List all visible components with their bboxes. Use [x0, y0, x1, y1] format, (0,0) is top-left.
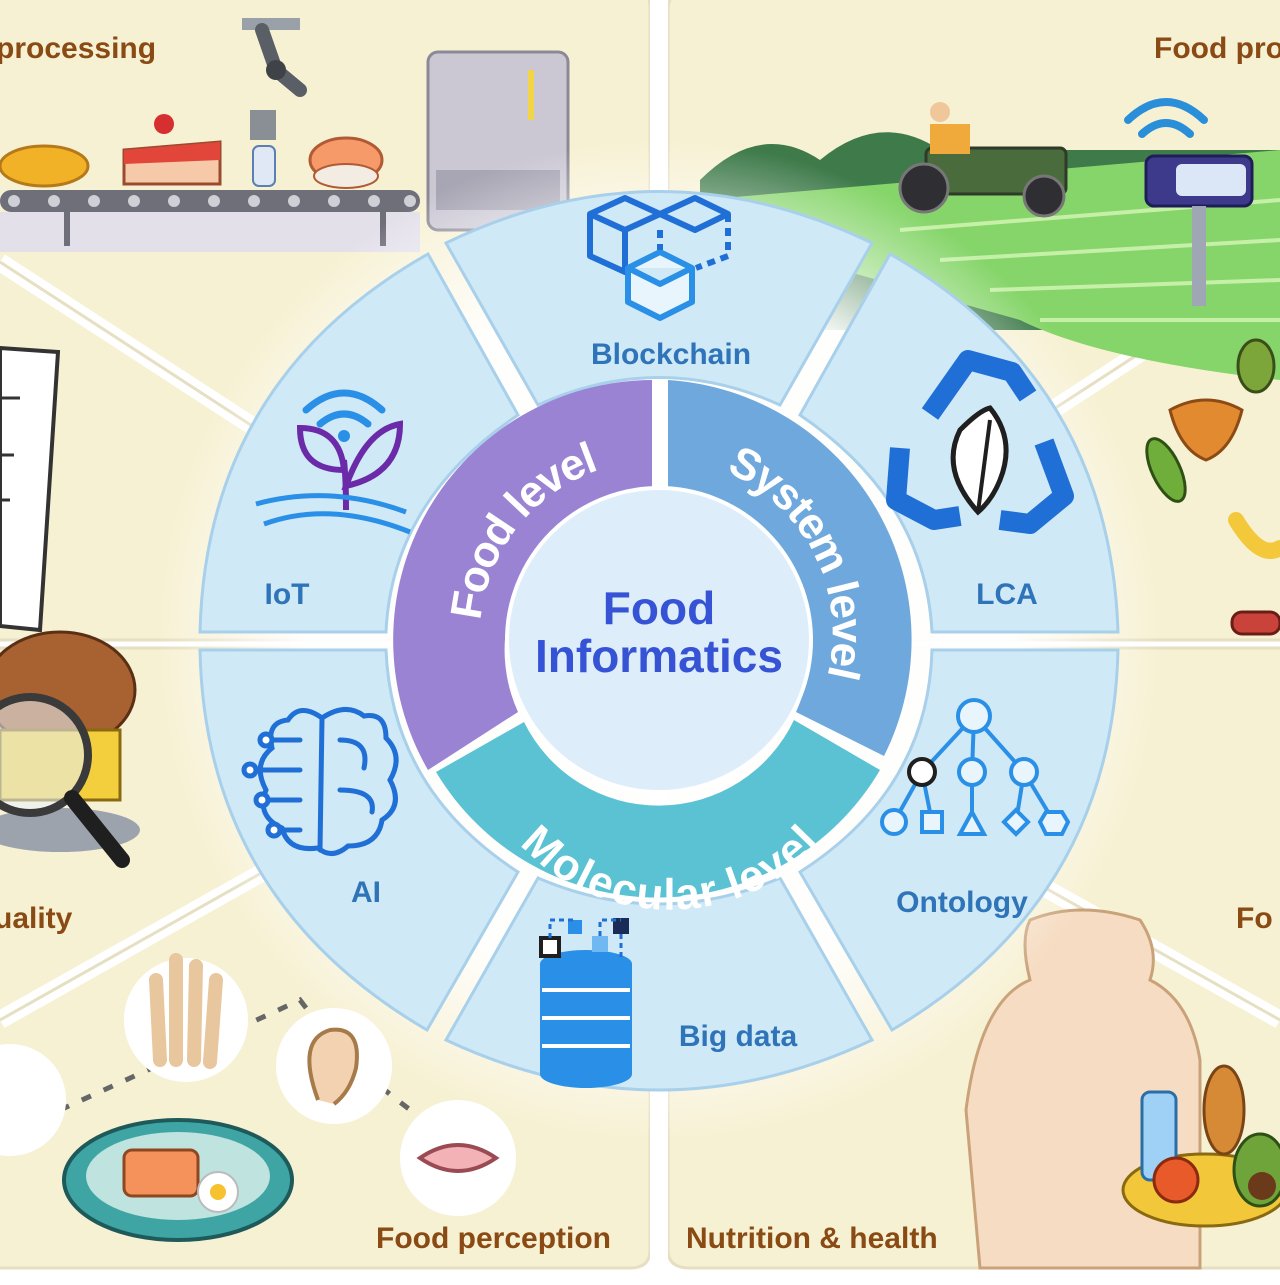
panel-label-nutrition-health: Nutrition & health: [686, 1222, 938, 1255]
salmon-item: [308, 136, 384, 189]
tractor: [898, 102, 1068, 218]
panel-label-processing: processing: [0, 32, 156, 65]
panel-label-food-production: Food pro: [1154, 32, 1280, 65]
ring-label-blockchain: Blockchain: [591, 338, 751, 371]
magnifier-icon: [0, 693, 130, 868]
iot-plant-icon: [255, 389, 411, 535]
ai-brain-icon: [241, 707, 399, 856]
bread-item: [0, 144, 90, 188]
panel-label-food-right: Fo: [1236, 902, 1273, 935]
band-molecular-level[interactable]: [436, 720, 880, 898]
iot-sensor: [1124, 98, 1254, 306]
ring-label-big-data: Big data: [679, 1020, 798, 1053]
foods-illustration: [1145, 338, 1280, 636]
nose-circle: [0, 1044, 66, 1156]
database-icon: [539, 918, 632, 1088]
panel-label-quality: uality: [0, 902, 73, 935]
hand-circle: [124, 958, 248, 1082]
healthy-food-basket: [1121, 1064, 1280, 1228]
robot-arm: [242, 18, 307, 187]
perception-illustration: [0, 953, 516, 1242]
ring-label-ontology: Ontology: [896, 886, 1028, 919]
center-title-line1: Food: [603, 582, 715, 634]
nutrition-illustration: [964, 908, 1280, 1270]
ontology-tree-icon: [880, 698, 1071, 837]
recycle-leaf-icon: [886, 350, 1074, 534]
ring-segment-iot[interactable]: [198, 251, 520, 634]
quality-illustration: [0, 345, 140, 868]
ring-label-lca: LCA: [976, 578, 1038, 611]
ring-label-ai: AI: [351, 876, 381, 909]
ring-labels: Blockchain LCA Ontology Big data AI IoT: [265, 338, 1038, 1053]
center-title-line2: Informatics: [535, 630, 783, 682]
ring-segment-ontology[interactable]: [797, 648, 1120, 1033]
cake-item: [122, 114, 222, 186]
center-circle[interactable]: [505, 486, 813, 794]
ring-label-iot: IoT: [265, 578, 310, 611]
blockchain-icon: [587, 195, 731, 321]
panel-labels: processing Food pro uality Fo Food perce…: [0, 32, 1280, 1255]
panel-label-food-perception: Food perception: [376, 1222, 611, 1255]
food-plate: [62, 1118, 294, 1242]
ring-segment-ai[interactable]: [198, 648, 521, 1033]
